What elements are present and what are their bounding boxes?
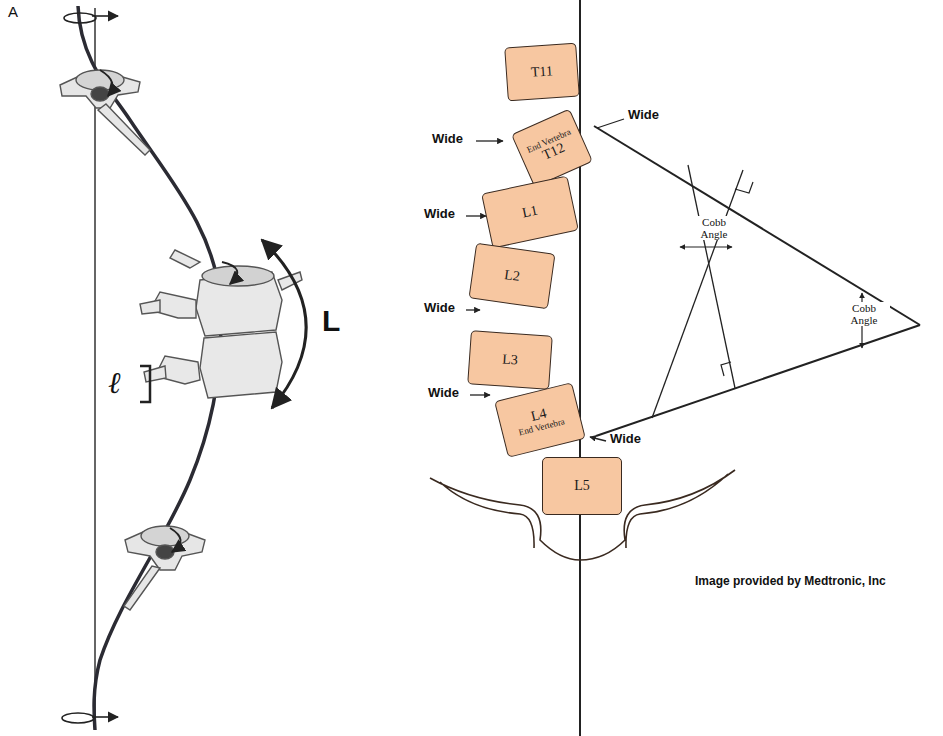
segment-height: ℓ (108, 366, 121, 399)
panel-letter: A (8, 4, 18, 21)
plumb-line (579, 0, 581, 736)
vertebra-box: L5 (542, 457, 622, 515)
wide-label: Wide (628, 108, 659, 122)
image-credit: Image provided by Medtronic, Inc (695, 575, 886, 588)
wide-label: Wide (424, 301, 455, 315)
vertebra-name: L1 (521, 203, 539, 221)
vertebra-box: L1 (481, 175, 579, 248)
vertebra-side-view (140, 250, 302, 398)
wide-label: Wide (610, 432, 641, 446)
midline (94, 8, 96, 728)
rotation-arrow (62, 713, 94, 723)
pelvis-outline (430, 470, 735, 560)
vertebra-box: L2 (468, 243, 555, 310)
vertebra-name: T11 (530, 64, 553, 80)
rotation-arrow (64, 13, 96, 23)
wide-label: Wide (432, 132, 463, 146)
vertebra-box: L3 (467, 330, 553, 390)
perpendicular-line (688, 165, 735, 388)
wide-label: Wide (424, 207, 455, 221)
cobb-angle-label: Cobb Angle (838, 302, 890, 326)
cobb-angle-label: Cobb Angle (688, 216, 740, 240)
height-bracket (140, 366, 150, 402)
endplate-line (594, 126, 920, 325)
length-arc (262, 240, 306, 408)
vertebra-top-view (60, 70, 150, 155)
endplate-line (596, 325, 920, 436)
vertebra-name: L5 (574, 479, 590, 494)
vertebra-box: L4End Vertebra (494, 382, 586, 458)
right-angle-mark (721, 362, 731, 376)
vertebra-name: L2 (503, 268, 520, 285)
vertebra-top-view (124, 526, 205, 610)
curve-length: L (322, 304, 340, 337)
angle-arrow (680, 246, 732, 247)
vertebra-name: L3 (502, 352, 519, 368)
vertebra-box: T11 (504, 43, 580, 102)
right-angle-mark (735, 182, 753, 193)
perpendicular-line (652, 170, 743, 418)
wide-label: Wide (428, 386, 459, 400)
